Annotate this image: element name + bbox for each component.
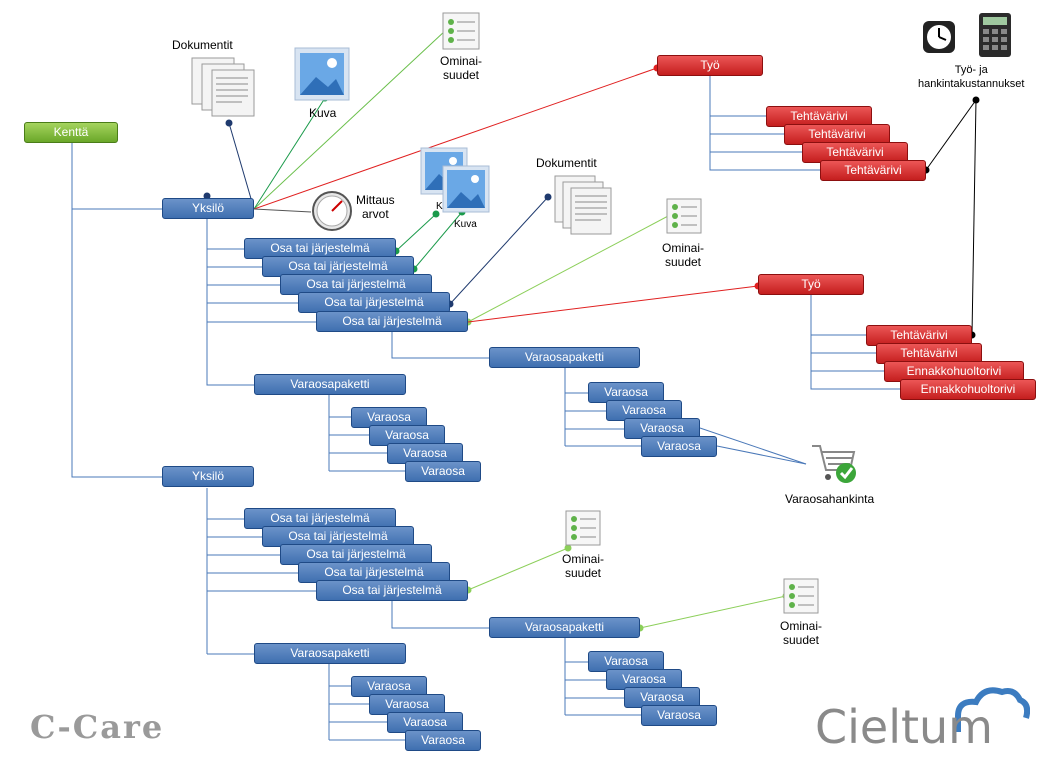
properties-link [467,547,569,591]
spare-part-node[interactable]: Varaosa [606,669,682,690]
tree-line [71,209,162,478]
system-node[interactable]: Osa tai järjestelmä [244,508,396,529]
tree-line [709,76,820,171]
image-link [413,211,463,270]
documents-link [228,122,255,210]
tree-line [206,219,244,250]
spare-part-node[interactable]: Varaosa [588,651,664,672]
system-node[interactable]: Osa tai järjestelmä [280,544,432,565]
work-node[interactable]: Työ [657,55,763,76]
image-label: Kuva [309,106,337,120]
checklist-icon[interactable] [666,198,702,239]
image-icon[interactable] [442,165,490,218]
image-link [253,97,326,210]
documents-icon[interactable] [190,56,270,125]
purchase-link [699,427,807,465]
spare-package-node[interactable]: Varaosapaketti [489,617,640,638]
tree-line [810,295,900,390]
measurements-label: Mittaus arvot [356,193,395,221]
checklist-icon[interactable] [442,12,480,55]
system-node[interactable]: Osa tai järjestelmä [316,580,468,601]
properties-link [467,214,671,323]
spare-part-node[interactable]: Varaosa [351,407,427,428]
preventive-row-node[interactable]: Ennakkohuoltorivi [884,361,1024,382]
spare-package-node[interactable]: Varaosapaketti [489,347,640,368]
system-node[interactable]: Osa tai järjestelmä [244,238,396,259]
connector-dot [432,210,440,218]
spare-package-node[interactable]: Varaosapaketti [254,643,406,664]
system-node[interactable]: Osa tai järjestelmä [298,562,450,583]
image-link [395,213,437,252]
system-node[interactable]: Osa tai järjestelmä [316,311,468,332]
work-node[interactable]: Työ [758,274,864,295]
calculator-icon [978,12,1012,63]
properties-link [639,595,787,629]
image-label-partial: K [436,201,443,212]
image-label: Kuva [454,219,477,230]
tree-line [391,601,489,629]
task-row-node[interactable]: Tehtävärivi [784,124,890,145]
documents-label: Dokumentit [536,156,597,170]
spare-package-node[interactable]: Varaosapaketti [254,374,406,395]
unit-node[interactable]: Yksilö [162,466,254,487]
gauge-icon[interactable] [311,190,353,237]
cieltum-logo: Cieltum [815,700,993,754]
work-link [467,285,759,323]
tree-line [71,143,162,210]
purchase-link [716,445,807,465]
image-icon[interactable] [294,47,350,106]
purchase-label: Varaosahankinta [785,492,875,506]
root-node[interactable]: Kenttä [24,122,118,143]
properties-label: Ominai- suudet [780,619,823,647]
connector-dot [544,193,552,201]
spare-part-node[interactable]: Varaosa [641,436,717,457]
checklist-icon[interactable] [565,510,601,551]
costs-link [925,99,977,171]
connector-dot [225,119,233,127]
costs-label: Työ- ja hankintakustannukset [918,64,1025,90]
system-node[interactable]: Osa tai järjestelmä [298,292,450,313]
checklist-icon[interactable] [783,578,819,619]
preventive-row-node[interactable]: Ennakkohuoltorivi [900,379,1036,400]
gauge-link [253,208,312,213]
costs-link [971,99,977,336]
cieltum-cloud-icon [950,686,1031,741]
spare-part-node[interactable]: Varaosa [606,400,682,421]
spare-part-node[interactable]: Varaosa [641,705,717,726]
shopping-cart-icon[interactable] [810,440,860,491]
connector-dot [203,192,211,200]
spare-part-node[interactable]: Varaosa [369,425,445,446]
properties-label: Ominai- suudet [562,552,605,580]
task-row-node[interactable]: Tehtävärivi [820,160,926,181]
clock-icon [922,20,956,59]
task-row-node[interactable]: Tehtävärivi [766,106,872,127]
documents-label: Dokumentit [172,38,233,52]
spare-part-node[interactable]: Varaosa [405,730,481,751]
documents-icon[interactable] [553,174,617,245]
work-link [253,67,658,210]
properties-link [253,29,447,210]
unit-node[interactable]: Yksilö [162,198,254,219]
documents-link [449,196,549,305]
spare-part-node[interactable]: Varaosa [624,418,700,439]
properties-label: Ominai- suudet [662,241,705,269]
c-care-logo: C-Care [30,708,165,746]
spare-part-node[interactable]: Varaosa [369,694,445,715]
connector-dot [564,544,572,552]
tree-line [391,332,489,359]
spare-part-node[interactable]: Varaosa [624,687,700,708]
properties-label: Ominai- suudet [440,54,483,82]
spare-part-node[interactable]: Varaosa [405,461,481,482]
